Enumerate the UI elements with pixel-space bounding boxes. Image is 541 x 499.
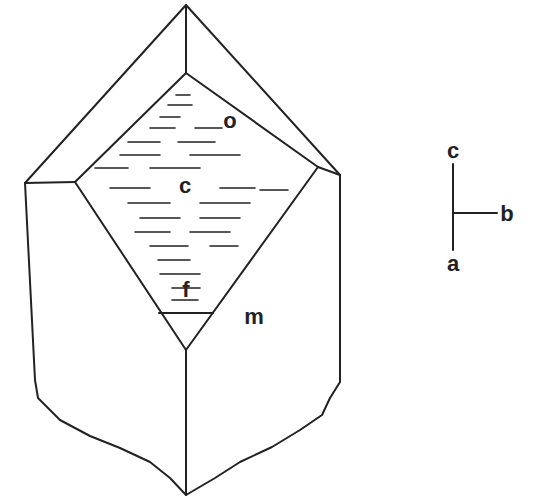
crystal-edge [25,182,75,183]
axis-label: b [500,203,513,225]
striation-stroke [95,167,128,169]
striation-stroke [120,154,160,156]
face-letter: f [182,279,189,301]
striation-stroke [190,154,240,156]
axis-label: a [447,253,459,275]
striation-stroke [158,259,190,261]
striation-stroke [135,231,170,233]
striation-stroke [200,217,240,219]
c-face [75,73,318,350]
striation-stroke [150,245,188,247]
face-letter: o [223,110,236,132]
striation-stroke [160,116,180,118]
crystal-edge [185,350,187,495]
axis-line [453,212,497,214]
striation-stroke [150,127,175,129]
striation-stroke [200,202,250,204]
f-face-edge [159,312,213,314]
axis-label: c [447,140,459,162]
crystal-edge [318,167,340,175]
striation-stroke [220,187,255,189]
axis-line [452,164,454,250]
crystal-outline [25,5,340,495]
striation-stroke [195,127,222,129]
striation-stroke [128,141,160,143]
crystal-edge [185,5,187,73]
face-letter: c [176,175,194,197]
striation-stroke [110,187,150,189]
striation-stroke [128,202,170,204]
striation-stroke [140,217,180,219]
striation-stroke [150,167,200,169]
striation-stroke [190,231,230,233]
striation-stroke [168,104,192,106]
striation-stroke [160,273,200,275]
striation-stroke [260,189,288,191]
striation-stroke [210,245,238,247]
striation-stroke [178,141,215,143]
face-letter: m [244,306,264,328]
face-striation [95,95,288,300]
striation-stroke [176,94,190,96]
